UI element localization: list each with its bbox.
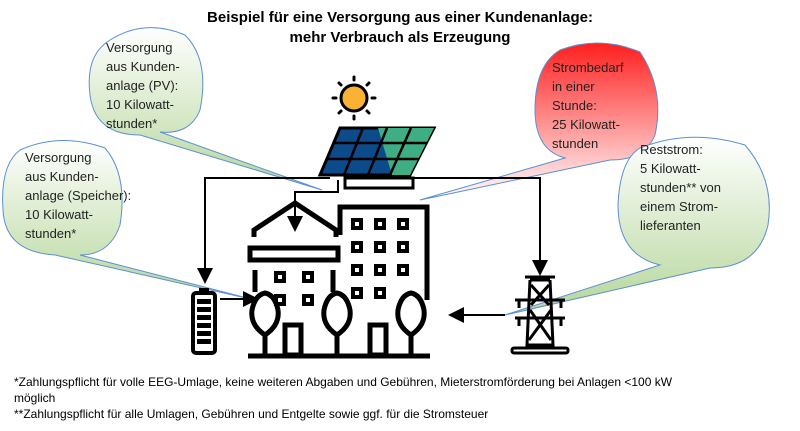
text-line: 10 Kilowatt- [25,207,93,222]
text-line: lieferanten [640,218,701,233]
diagram-title: Beispiel für eine Versorgung aus einer K… [0,8,800,48]
text-line: aus Kunden- [106,59,180,74]
sun-icon [331,75,377,121]
title-line-1: Beispiel für eine Versorgung aus einer K… [207,9,593,26]
bubble-pv [88,27,323,191]
bubble-storage [2,140,256,301]
title-line-2: mehr Verbrauch als Erzeugung [289,29,511,46]
text-line: einem Strom- [640,199,719,214]
text-line: stunden* [25,226,77,241]
footnote-2: **Zahlungspflicht für alle Umlagen, Gebü… [14,407,489,421]
text-line: Stunde: [552,98,597,113]
bubble-residual [504,136,770,316]
bubble-pv-text: Versorgung aus Kunden- anlage (PV): 10 K… [106,38,180,133]
text-line: stunden** von [640,180,721,195]
footnote-1: *Zahlungspflicht für volle EEG-Umlage, k… [14,375,673,389]
text-line: stunden [552,136,599,151]
text-line: Reststrom: [640,142,703,157]
building-icon [247,200,430,359]
text-line: 5 Kilowatt- [640,161,701,176]
flow-arrows [197,177,548,323]
text-line: in einer [552,79,595,94]
text-line: anlage (Speicher): [25,188,132,203]
text-line: Versorgung [25,150,92,165]
text-line: aus Kunden- [25,169,99,184]
text-line: 25 Kilowatt- [552,117,620,132]
power-pylon-icon [510,275,570,355]
solar-panel-icon [317,126,437,190]
text-line: anlage (PV): [106,78,179,93]
text-line: Strombedarf [552,60,624,75]
bubble-residual-text: Reststrom: 5 Kilowatt- stunden** von ein… [640,140,721,235]
text-line: stunden* [106,116,158,131]
text-line: Versorgung [106,40,173,55]
battery-icon [191,288,217,355]
text-line: 10 Kilowatt- [106,97,174,112]
bubble-storage-text: Versorgung aus Kunden- anlage (Speicher)… [25,148,131,243]
footnote-1-cont: möglich [14,391,56,405]
bubble-demand-text: Strombedarf in einer Stunde: 25 Kilowatt… [552,58,624,153]
